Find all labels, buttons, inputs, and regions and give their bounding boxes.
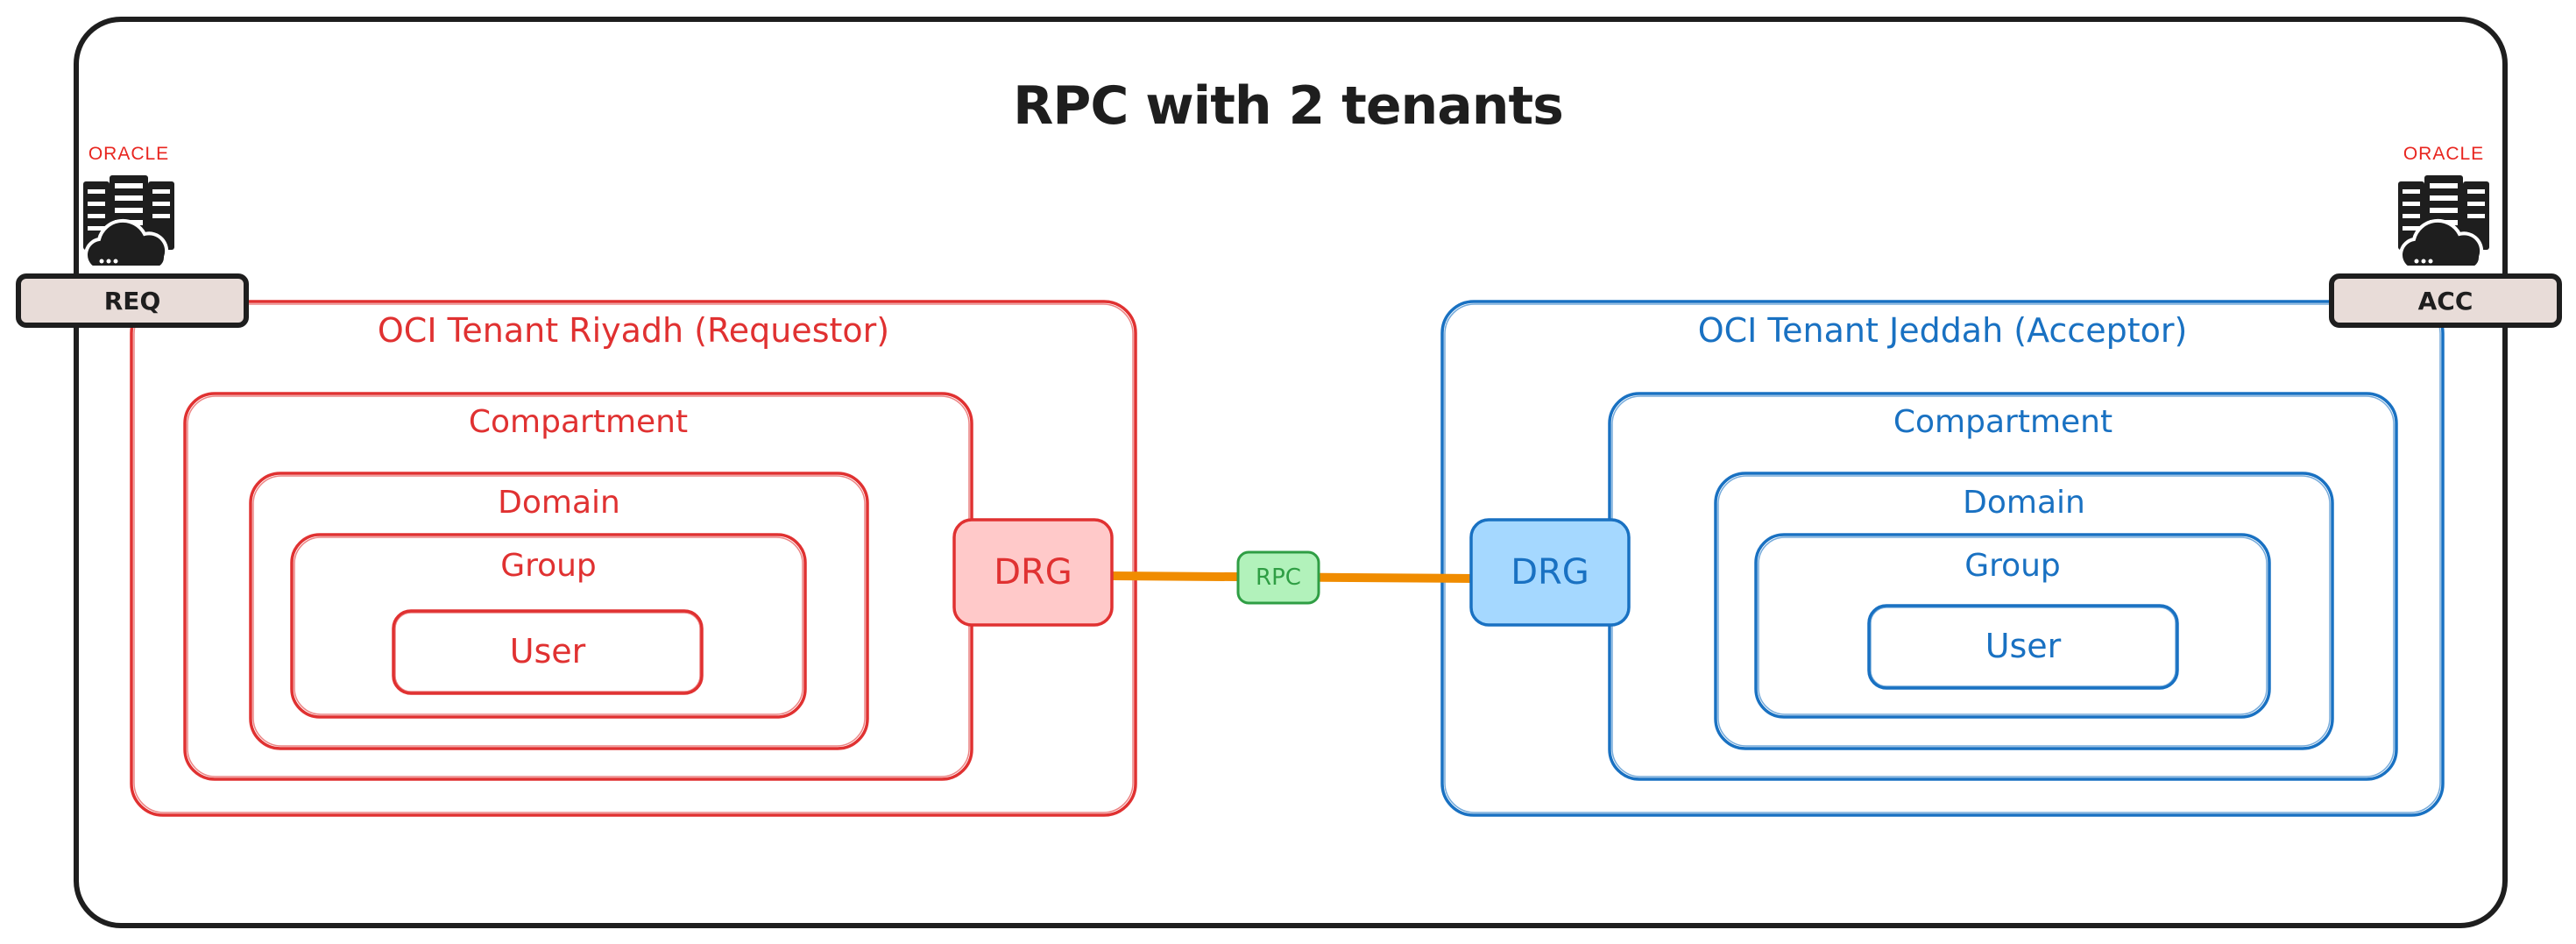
left-group-box [290, 533, 807, 719]
left-server-cloud-icon [83, 175, 174, 269]
left-tenant-label: OCI Tenant Riyadh (Requestor) [377, 311, 890, 350]
left-compartment-label: Compartment [468, 403, 689, 440]
right-group-label: Group [1964, 547, 2061, 584]
right-tenant-box [1440, 300, 2445, 817]
rpc-box [1236, 550, 1320, 605]
req-tag: REQ [16, 273, 249, 328]
right-drg-label: DRG [1511, 552, 1589, 593]
right-oracle-logo: ORACLE [2403, 144, 2485, 164]
left-domain-box [249, 472, 869, 750]
diagram-title: RPC with 2 tenants [1013, 75, 1564, 137]
right-domain-label: Domain [1963, 484, 2085, 521]
left-drg-label: DRG [994, 552, 1072, 593]
left-drg-box [952, 518, 1114, 627]
right-group-box [1754, 533, 2271, 719]
outer-frame [74, 17, 2508, 928]
left-user-label: User [509, 632, 586, 671]
right-server-cloud-icon [2398, 175, 2489, 269]
right-compartment-label: Compartment [1893, 403, 2113, 440]
right-tenant-label: OCI Tenant Jeddah (Acceptor) [1697, 311, 2188, 350]
left-tenant-box [130, 300, 1137, 817]
right-domain-box [1714, 472, 2334, 750]
right-user-box [1867, 604, 2179, 690]
right-user-label: User [1985, 627, 2062, 665]
left-group-label: Group [500, 547, 597, 584]
acc-tag: ACC [2329, 273, 2562, 328]
left-oracle-logo: ORACLE [88, 144, 170, 164]
right-drg-box [1469, 518, 1631, 627]
left-domain-label: Domain [498, 484, 620, 521]
left-user-box [392, 609, 704, 695]
rpc-label: RPC [1256, 564, 1301, 591]
